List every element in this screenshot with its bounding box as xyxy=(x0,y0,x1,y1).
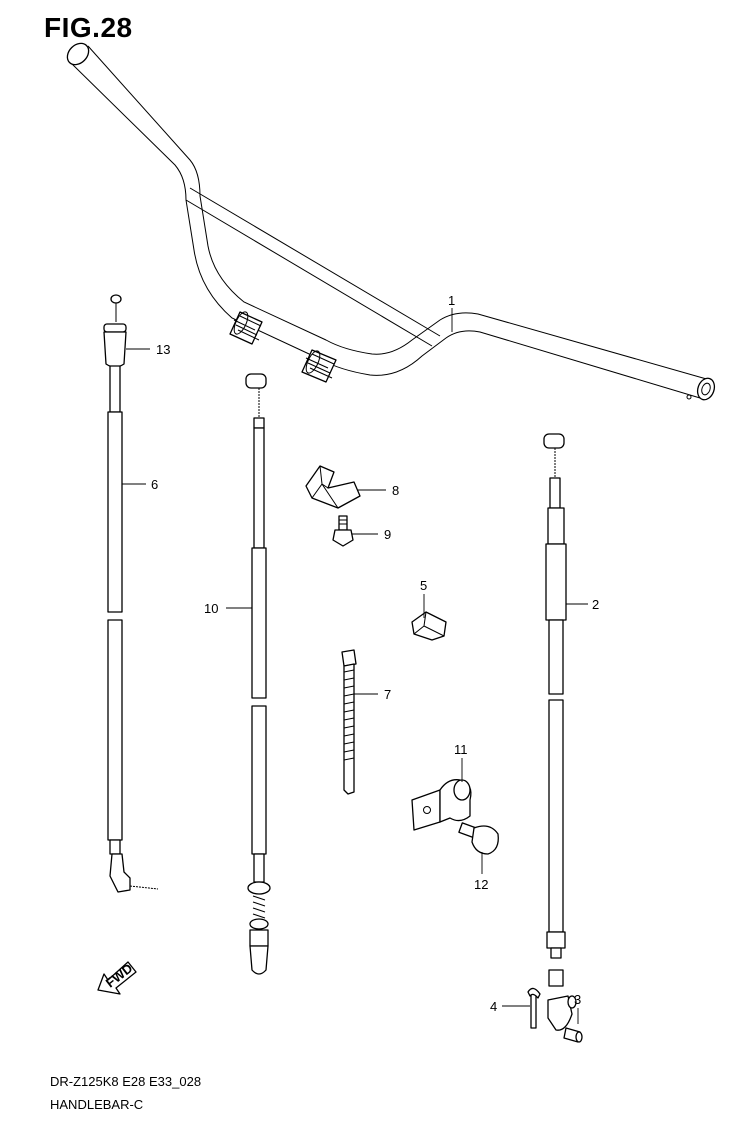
callout-7: 7 xyxy=(384,687,391,702)
pin-part xyxy=(547,995,583,1043)
callout-4: 4 xyxy=(490,999,497,1014)
cable-tie xyxy=(341,649,357,795)
callout-6: 6 xyxy=(151,477,158,492)
callout-12: 12 xyxy=(474,877,488,892)
cable-clamp xyxy=(411,611,447,641)
callout-2: 2 xyxy=(592,597,599,612)
callout-1: 1 xyxy=(448,293,455,308)
throttle-cable xyxy=(103,294,159,893)
callout-5: 5 xyxy=(420,578,427,593)
callout-9: 9 xyxy=(384,527,391,542)
bolt-part xyxy=(332,515,354,547)
model-code: DR-Z125K8 E28 E33_028 xyxy=(50,1074,202,1089)
middle-cable xyxy=(245,373,271,975)
bracket-part xyxy=(411,779,472,831)
handlebar-part xyxy=(66,42,716,401)
knurl-right xyxy=(301,349,337,383)
callout-3: 3 xyxy=(574,992,581,1007)
bolt-12-part xyxy=(458,822,499,855)
knurl-left xyxy=(229,311,263,345)
wire-guide xyxy=(305,465,361,509)
callout-11: 11 xyxy=(454,742,468,757)
figure-title: FIG.28 xyxy=(44,12,133,43)
cotter-pin xyxy=(527,987,541,1029)
callout-13: 13 xyxy=(156,342,170,357)
right-cable xyxy=(543,433,567,987)
callout-8: 8 xyxy=(392,483,399,498)
section-title: HANDLEBAR-C xyxy=(50,1097,144,1112)
leader-lines xyxy=(122,308,588,1024)
callout-10: 10 xyxy=(204,601,218,616)
fwd-arrow-icon: FWD xyxy=(97,960,137,995)
callout-labels: 1 2 3 4 5 6 7 8 9 10 11 12 13 xyxy=(151,293,599,1014)
